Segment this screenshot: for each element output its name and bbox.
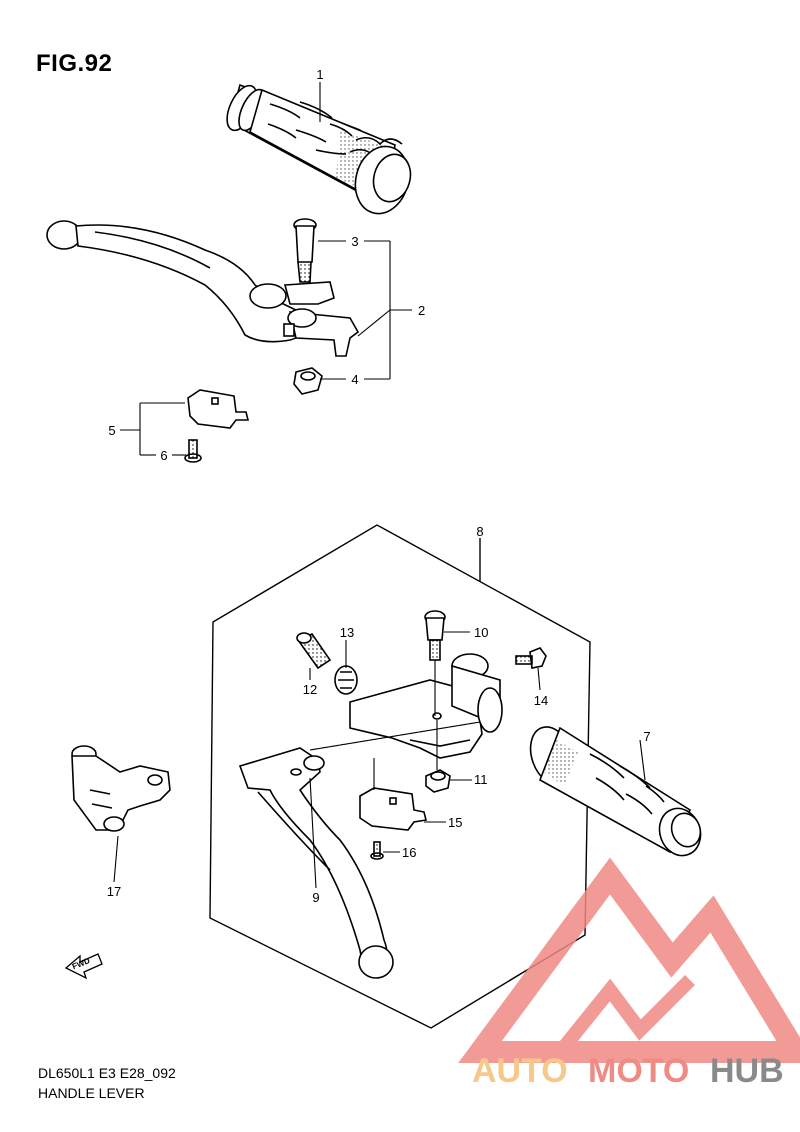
watermark-part-moto: MOTO (588, 1052, 689, 1090)
callout-12: 12 (303, 682, 317, 697)
callout-6: 6 (160, 448, 167, 463)
callout-13: 13 (340, 625, 354, 640)
callout-8: 8 (476, 524, 483, 539)
switch-screw-part-16 (370, 841, 384, 860)
callout-3: 3 (351, 234, 358, 249)
callout-5: 5 (108, 423, 115, 438)
clutch-lever-bracket (349, 653, 503, 759)
automotohub-logo (458, 857, 800, 1063)
watermark-part-auto: AUTO (472, 1052, 568, 1090)
callout-11: 11 (474, 772, 488, 787)
clutch-lever-assy-outline-part-8 (209, 524, 591, 1029)
callout-1: 1 (316, 67, 323, 82)
callout-9: 9 (312, 890, 319, 905)
callout-10: 10 (474, 625, 488, 640)
clutch-pivot-nut-part-11 (425, 769, 451, 793)
lever-pivot-nut-part-4 (293, 367, 323, 395)
callout-14: 14 (534, 693, 548, 708)
figure-title: FIG.92 (36, 50, 113, 77)
adjuster-bolt-part-12 (296, 632, 332, 670)
choke-lever-part-17 (71, 745, 171, 832)
lever-pivot-bolt-part-3 (293, 218, 317, 283)
callout-16: 16 (402, 845, 416, 860)
figure-code: DL650L1 E3 E28_092 (38, 1065, 176, 1081)
grip-right-part-1 (226, 83, 412, 215)
front-brake-lever (46, 220, 360, 357)
callout-4: 4 (351, 372, 358, 387)
callout-7: 7 (643, 729, 650, 744)
leader-lines-lower (113, 631, 646, 889)
clutch-pivot-bolt-part-10 (424, 610, 446, 661)
figure-name: HANDLE LEVER (38, 1085, 145, 1101)
grip-left-part-7 (529, 726, 702, 857)
clutch-switch-part-15 (359, 787, 427, 831)
switch-screw-part-6 (184, 439, 202, 463)
watermark-part-hub: HUB (710, 1052, 784, 1090)
callout-15: 15 (448, 815, 462, 830)
callout-2: 2 (418, 303, 425, 318)
adjuster-spring-part-13 (334, 665, 358, 695)
callout-17: 17 (107, 884, 121, 899)
bracket-screw-part-14 (515, 647, 547, 669)
leader-lines-upper (120, 82, 412, 456)
clutch-lever-part-9 (238, 747, 394, 979)
brake-switch-part-5 (187, 389, 250, 429)
fwd-arrow-icon: FWD (64, 953, 103, 980)
